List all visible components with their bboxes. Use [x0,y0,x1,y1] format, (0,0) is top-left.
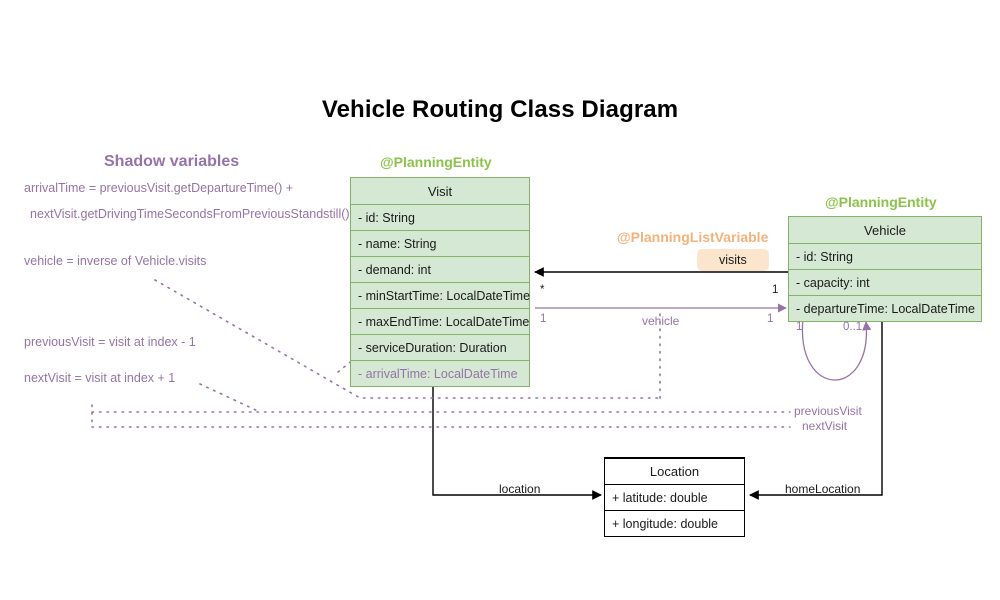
vehicle-field-departuretime: - departureTime: LocalDateTime [789,295,981,321]
vehicle-stereotype: @PlanningEntity [825,194,937,210]
edge-vehicle-self-loop [801,317,872,381]
visit-class-name: Visit [427,183,453,199]
vehicle-edge-label: vehicle [642,314,680,328]
vehicle-field-id: - id: String [789,243,981,269]
visit-stereotype: @PlanningEntity [380,154,492,170]
shadow-link-nextvisit [91,404,791,428]
vehicle-class-name: Vehicle [864,222,906,238]
visit-field-maxendtime: - maxEndTime: LocalDateTime [351,308,529,334]
shadow-note-nextvisit: nextVisit = visit at index + 1 [24,371,176,385]
visit-field-name: - name: String [351,230,529,256]
class-box-vehicle[interactable]: Vehicle - id: String - capacity: int - d… [788,216,982,322]
shadow-note-arrivaltime-line1: arrivalTime = previousVisit.getDeparture… [24,181,294,195]
edge-home-location [749,322,883,500]
location-field-longitude: + longitude: double [605,510,744,536]
previous-visit-edge-label: previousVisit [794,404,862,418]
visit-field-demand: - demand: int [351,256,529,282]
visit-field-arrivaltime: - arrivalTime: LocalDateTime [351,360,529,386]
self-loop-left-multiplicity: 1 [796,321,803,333]
visit-field-minstarttime: - minStartTime: LocalDateTime [351,282,530,308]
visit-field-id: - id: String [351,204,529,230]
vehicle-target-multiplicity: 1 [767,313,774,325]
shadow-link-vehicle [154,279,661,399]
home-location-edge-label: homeLocation [785,482,861,496]
vehicle-field-capacity: - capacity: int [789,269,981,295]
location-edge-label: location [499,482,541,496]
self-loop-right-multiplicity: 0..1 [843,321,863,333]
visit-field-serviceduration: - serviceDuration: Duration [351,334,529,360]
page-title: Vehicle Routing Class Diagram [321,96,679,123]
shadow-note-previousvisit: previousVisit = visit at index - 1 [24,335,196,349]
shadow-link-previousvisit [91,383,791,413]
shadow-note-arrivaltime-line2: nextVisit.getDrivingTimeSecondsFromPrevi… [30,207,350,221]
edge-location [432,384,602,500]
shadow-variables-heading: Shadow variables [104,153,240,170]
location-field-latitude: + latitude: double [605,484,744,510]
next-visit-edge-label: nextVisit [802,419,848,433]
visits-source-multiplicity: 1 [772,284,779,296]
planning-list-variable-stereotype: @PlanningListVariable [617,229,769,245]
visits-target-multiplicity: * [540,284,545,296]
class-box-location[interactable]: Location + latitude: double + longitude:… [604,457,745,537]
location-class-name: Location [605,458,744,484]
visits-badge: visits [697,249,769,271]
shadow-note-vehicle: vehicle = inverse of Vehicle.visits [24,254,207,268]
vehicle-source-multiplicity: 1 [540,313,547,325]
class-box-visit[interactable]: Visit - id: String - name: String - dema… [350,177,530,387]
